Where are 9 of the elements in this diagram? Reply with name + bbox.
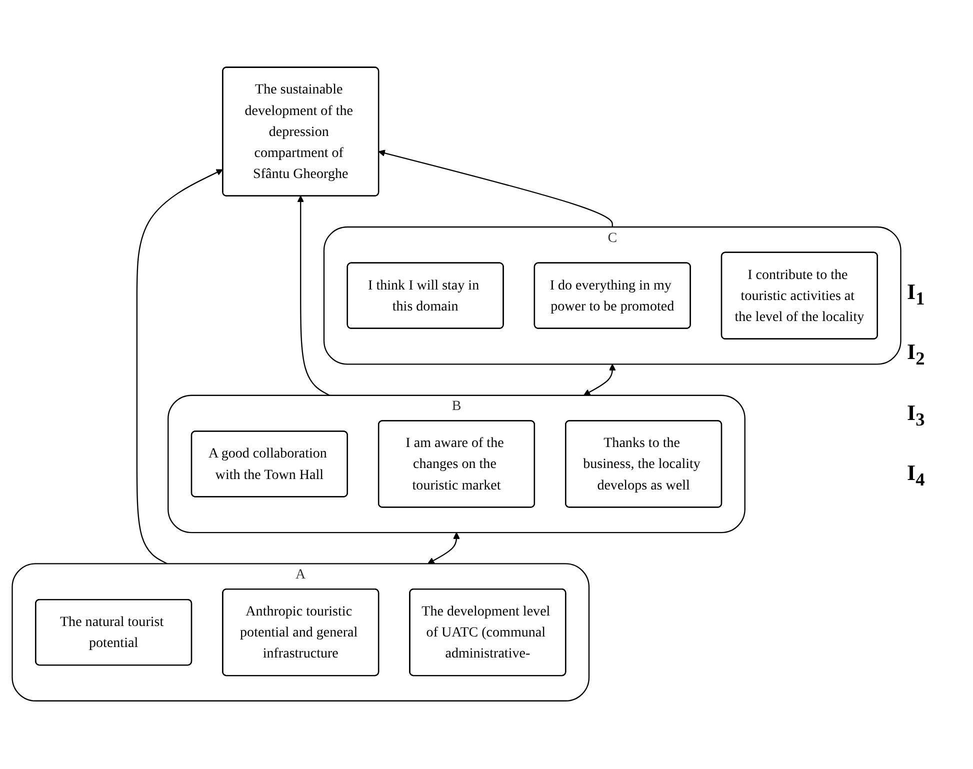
arrow — [583, 364, 616, 396]
arrow — [378, 150, 613, 228]
interaction-label: I$_{2}$ — [907, 339, 926, 370]
interaction-label: I$_{4}$ — [907, 460, 926, 490]
arrow — [428, 532, 460, 564]
arrow — [136, 170, 223, 565]
interaction-label: I$_{1}$ — [907, 278, 926, 310]
interaction-label: I$_{3}$ — [907, 400, 926, 430]
arrow — [297, 196, 330, 396]
